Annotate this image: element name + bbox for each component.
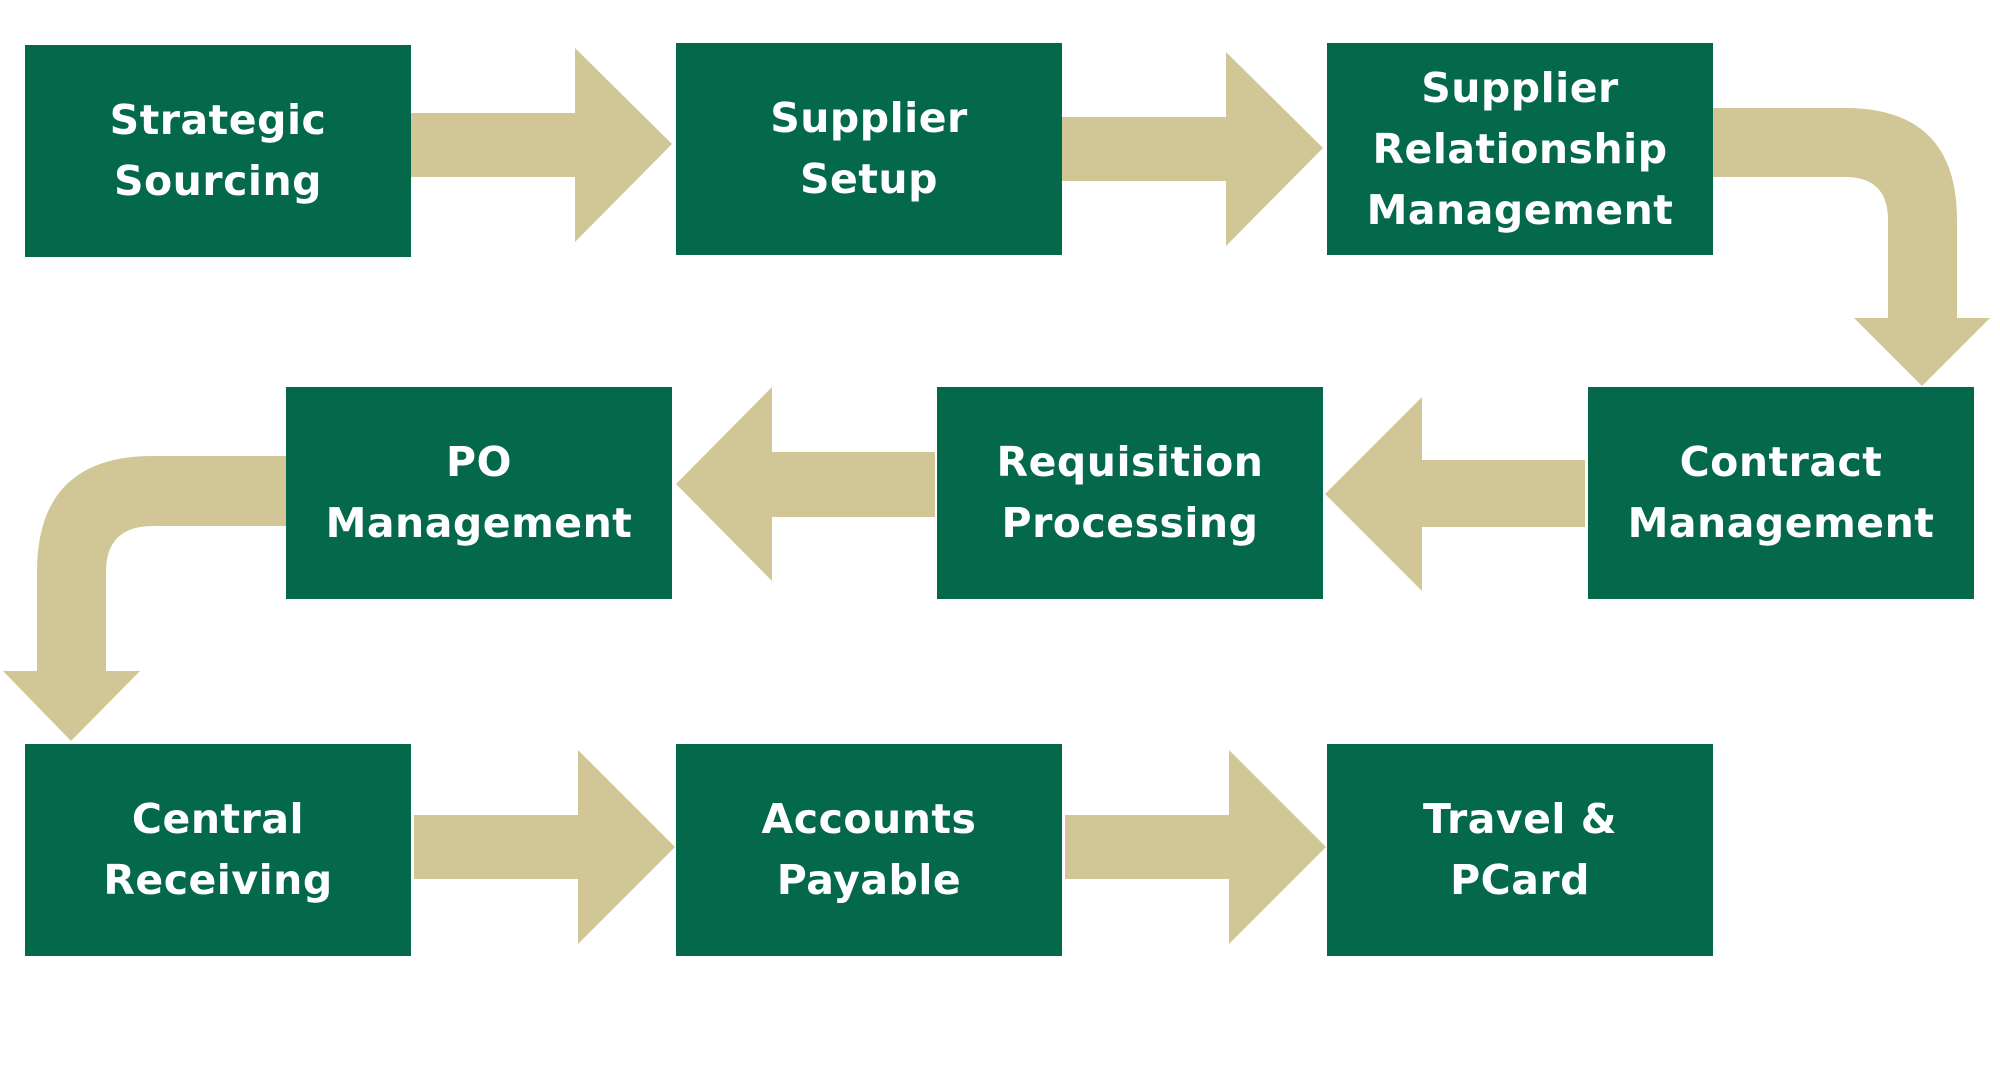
step-po-management: PO Management bbox=[286, 387, 672, 599]
step-supplier-setup: Supplier Setup bbox=[676, 43, 1062, 255]
arrow-po-to-receiving bbox=[3, 456, 286, 741]
step-travel-pcard: Travel & PCard bbox=[1327, 744, 1713, 956]
step-label: Accounts Payable bbox=[761, 795, 977, 904]
arrow-receiving-to-payable bbox=[414, 750, 675, 944]
step-accounts-payable: Accounts Payable bbox=[676, 744, 1062, 956]
step-label: PO Management bbox=[325, 438, 633, 547]
step-label: Central Receiving bbox=[103, 795, 333, 904]
step-supplier-relationship-management: Supplier Relationship Management bbox=[1327, 43, 1713, 255]
step-label: Supplier Setup bbox=[770, 94, 968, 203]
step-strategic-sourcing: Strategic Sourcing bbox=[25, 45, 411, 257]
step-central-receiving: Central Receiving bbox=[25, 744, 411, 956]
step-requisition-processing: Requisition Processing bbox=[937, 387, 1323, 599]
step-contract-management: Contract Management bbox=[1588, 387, 1974, 599]
arrow-setup-to-relationship bbox=[1062, 52, 1323, 246]
arrow-relationship-to-contract bbox=[1713, 108, 1990, 386]
arrow-requisition-to-po bbox=[676, 387, 935, 581]
step-label: Strategic Sourcing bbox=[109, 96, 327, 205]
step-label: Contract Management bbox=[1627, 438, 1935, 547]
arrow-contract-to-requisition bbox=[1325, 397, 1585, 591]
arrow-sourcing-to-setup bbox=[411, 48, 672, 242]
step-label: Travel & PCard bbox=[1423, 795, 1617, 904]
step-label: Requisition Processing bbox=[996, 438, 1264, 547]
arrow-payable-to-travel bbox=[1065, 750, 1326, 944]
step-label: Supplier Relationship Management bbox=[1366, 63, 1674, 234]
